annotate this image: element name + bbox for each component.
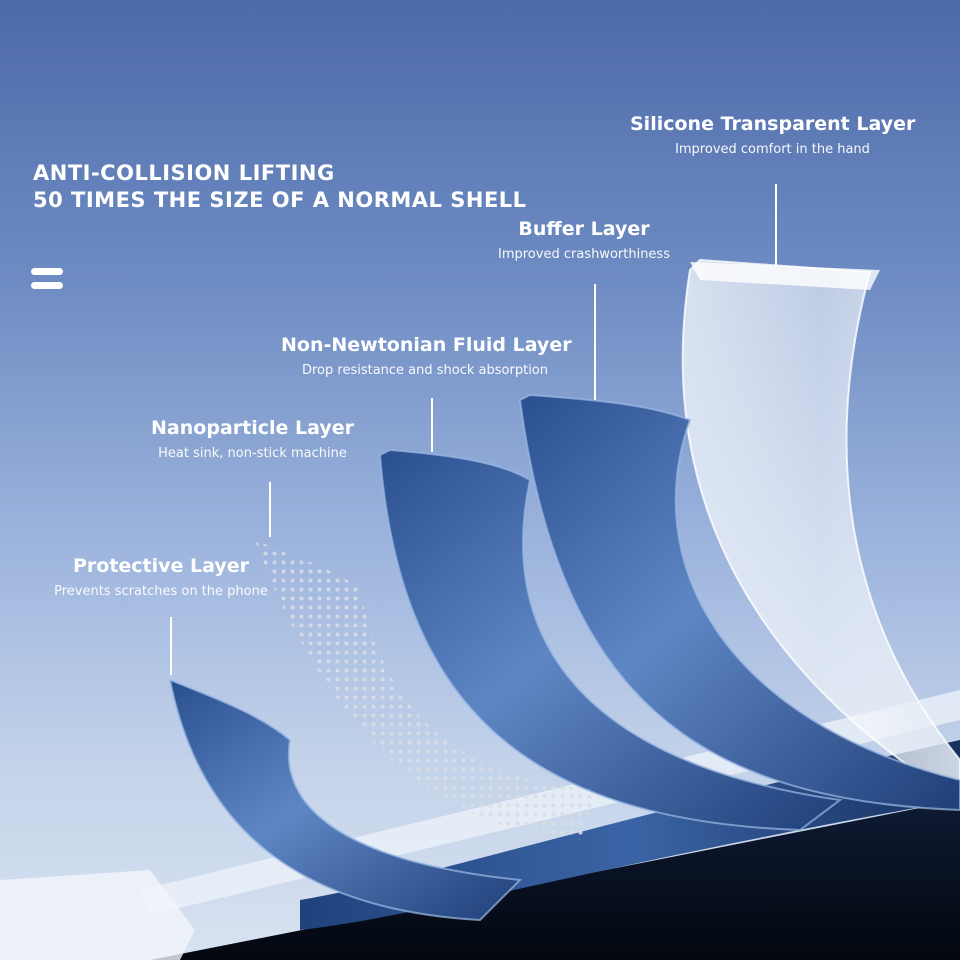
buffer-layer-desc: Improved crashworthiness xyxy=(498,247,670,262)
buffer-layer-title: Buffer Layer xyxy=(518,218,650,240)
clear-corner-piece xyxy=(0,870,195,960)
fluid-layer-shape xyxy=(378,448,843,832)
fluid-layer-label: Non-Newtonian Fluid Layer Drop resistanc… xyxy=(281,333,572,380)
silicone-layer-title: Silicone Transparent Layer xyxy=(630,113,916,135)
protective-layer-title: Protective Layer xyxy=(72,555,250,577)
nanoparticle-layer-title: Nanoparticle Layer xyxy=(151,417,354,439)
fluid-layer-desc: Drop resistance and shock absorption xyxy=(301,363,548,378)
protective-layer-leader xyxy=(170,617,172,675)
nanoparticle-dots xyxy=(255,540,600,840)
menu-icon[interactable] xyxy=(31,268,63,290)
nanoparticle-layer-label: Nanoparticle Layer Heat sink, non-stick … xyxy=(150,416,355,463)
silicone-layer-desc: Improved comfort in the hand xyxy=(675,142,870,157)
nanoparticle-layer-desc: Heat sink, non-stick machine xyxy=(158,446,347,461)
buffer-layer-label: Buffer Layer Improved crashworthiness xyxy=(490,217,678,264)
fluid-layer-leader xyxy=(431,398,433,452)
fluid-layer-title: Non-Newtonian Fluid Layer xyxy=(281,334,572,356)
silicone-layer-leader xyxy=(775,184,777,266)
menu-icon-bar xyxy=(31,282,63,289)
protective-layer-desc: Prevents scratches on the phone xyxy=(54,584,268,599)
buffer-layer-leader xyxy=(594,284,596,400)
buffer-layer-shape xyxy=(518,393,960,812)
silicone-layer-label: Silicone Transparent Layer Improved comf… xyxy=(630,112,915,159)
menu-icon-bar xyxy=(31,268,63,275)
nanoparticle-layer-leader xyxy=(269,482,271,537)
silicone-layer-rim xyxy=(690,262,880,290)
headline-line-2: 50 TIMES THE SIZE OF A NORMAL SHELL xyxy=(33,188,527,212)
headline-line-1: ANTI-COLLISION LIFTING xyxy=(33,161,335,185)
headline: ANTI-COLLISION LIFTING 50 TIMES THE SIZE… xyxy=(33,160,527,214)
protective-layer-label: Protective Layer Prevents scratches on t… xyxy=(46,554,276,601)
protective-layer-shape xyxy=(168,678,523,922)
